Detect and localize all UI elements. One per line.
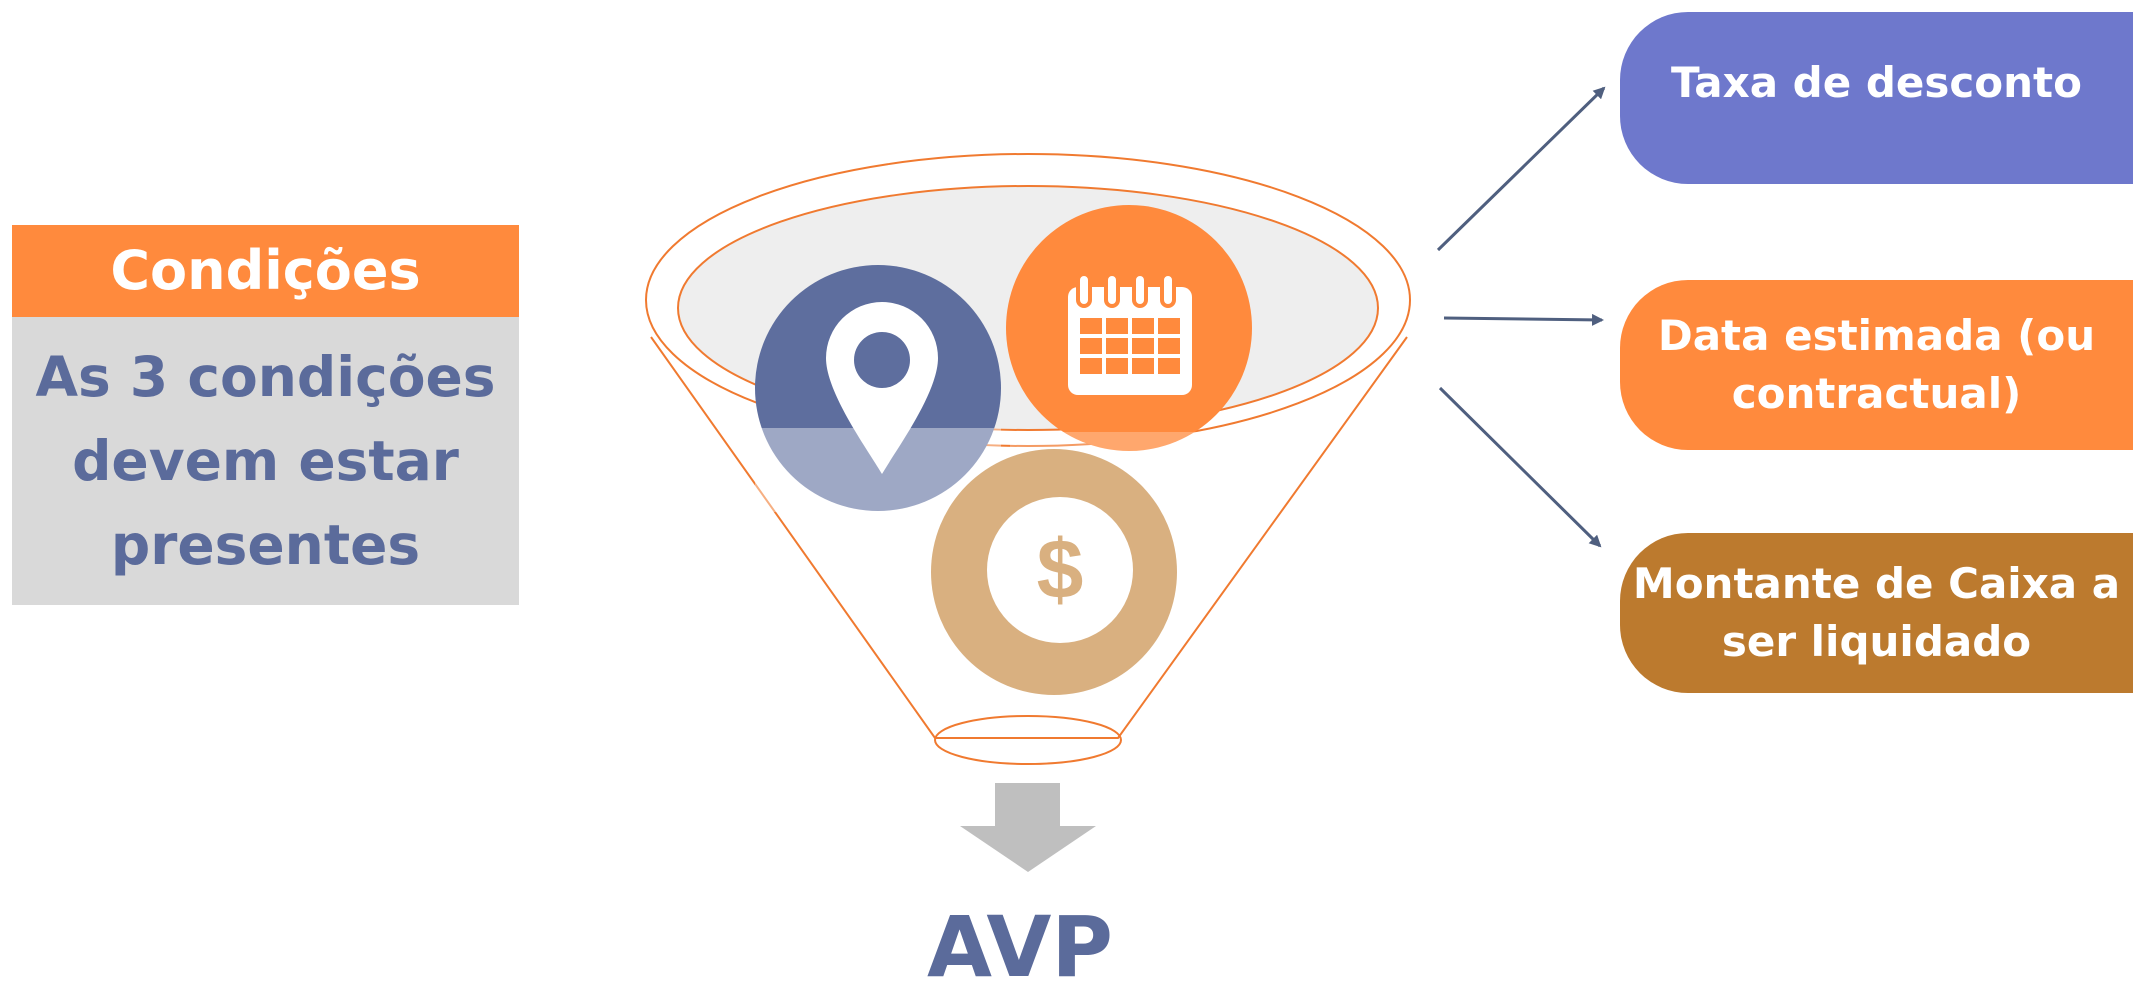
funnel-spout [934,715,1122,765]
conditions-title: Condições [12,225,519,317]
factor-label: Montante de Caixa a ser liquidado [1632,559,2121,666]
arrow-to-taxa [1436,86,1606,252]
arrow-to-montante [1438,386,1602,548]
factor-discount-rate: Taxa de desconto [1620,12,2133,184]
factor-label: Data estimada (ou contractual) [1657,311,2096,418]
factor-cash-amount: Montante de Caixa a ser liquidado [1620,533,2133,693]
arrow-to-data [1443,313,1604,326]
conditions-box: Condições As 3 condições devem estar pre… [12,225,519,605]
calendar-icon [1006,205,1252,452]
factor-label: Taxa de desconto [1671,58,2082,107]
dollar-coin-icon: $ [931,449,1177,695]
conditions-text: As 3 condições devem estar presentes [12,317,519,605]
location-pin-icon [755,265,1001,512]
result-label: AVP [927,898,1113,996]
funnel-outer-rim [645,153,1411,447]
factor-estimated-date: Data estimada (ou contractual) [1620,280,2133,450]
down-arrow-icon [960,783,1096,872]
svg-text:$: $ [1037,522,1084,616]
funnel-body [650,336,1408,739]
